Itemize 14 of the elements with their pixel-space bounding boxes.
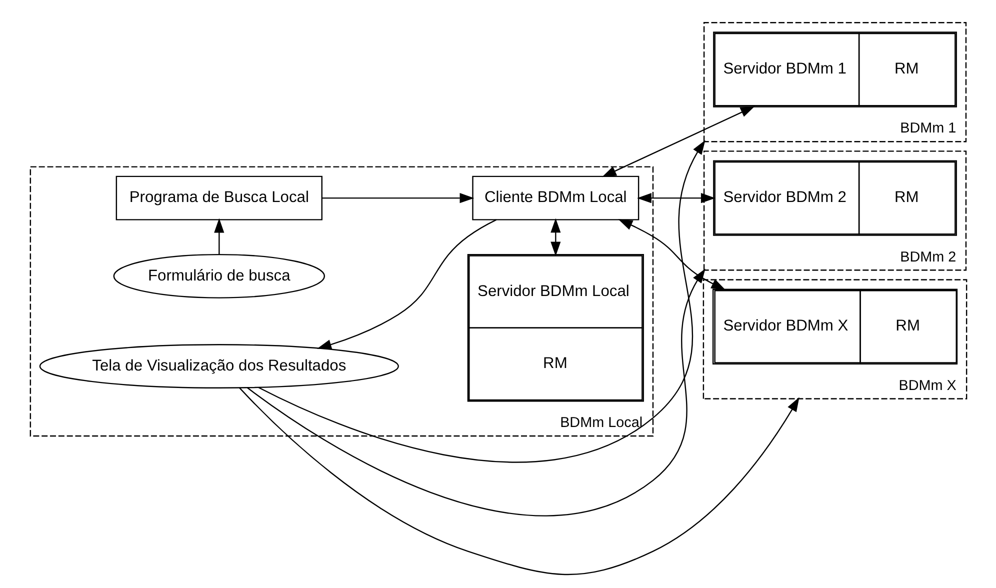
arrow: [238, 387, 799, 575]
node-box: Cliente BDMm Local: [472, 176, 639, 220]
node-ellipse: Formulário de busca: [112, 254, 325, 298]
arrow: [550, 218, 560, 256]
node-box: Programa de Busca Local: [115, 176, 322, 220]
arrow: [214, 218, 224, 254]
arrow: [258, 140, 705, 463]
arrow: [321, 193, 474, 204]
arrow: [618, 219, 726, 290]
node-ellipse: Tela de Visualização dos Resultados: [38, 344, 398, 389]
arrow: [636, 193, 715, 204]
arrow: [246, 268, 705, 516]
arrow: [601, 106, 754, 178]
arrow: [316, 219, 496, 350]
